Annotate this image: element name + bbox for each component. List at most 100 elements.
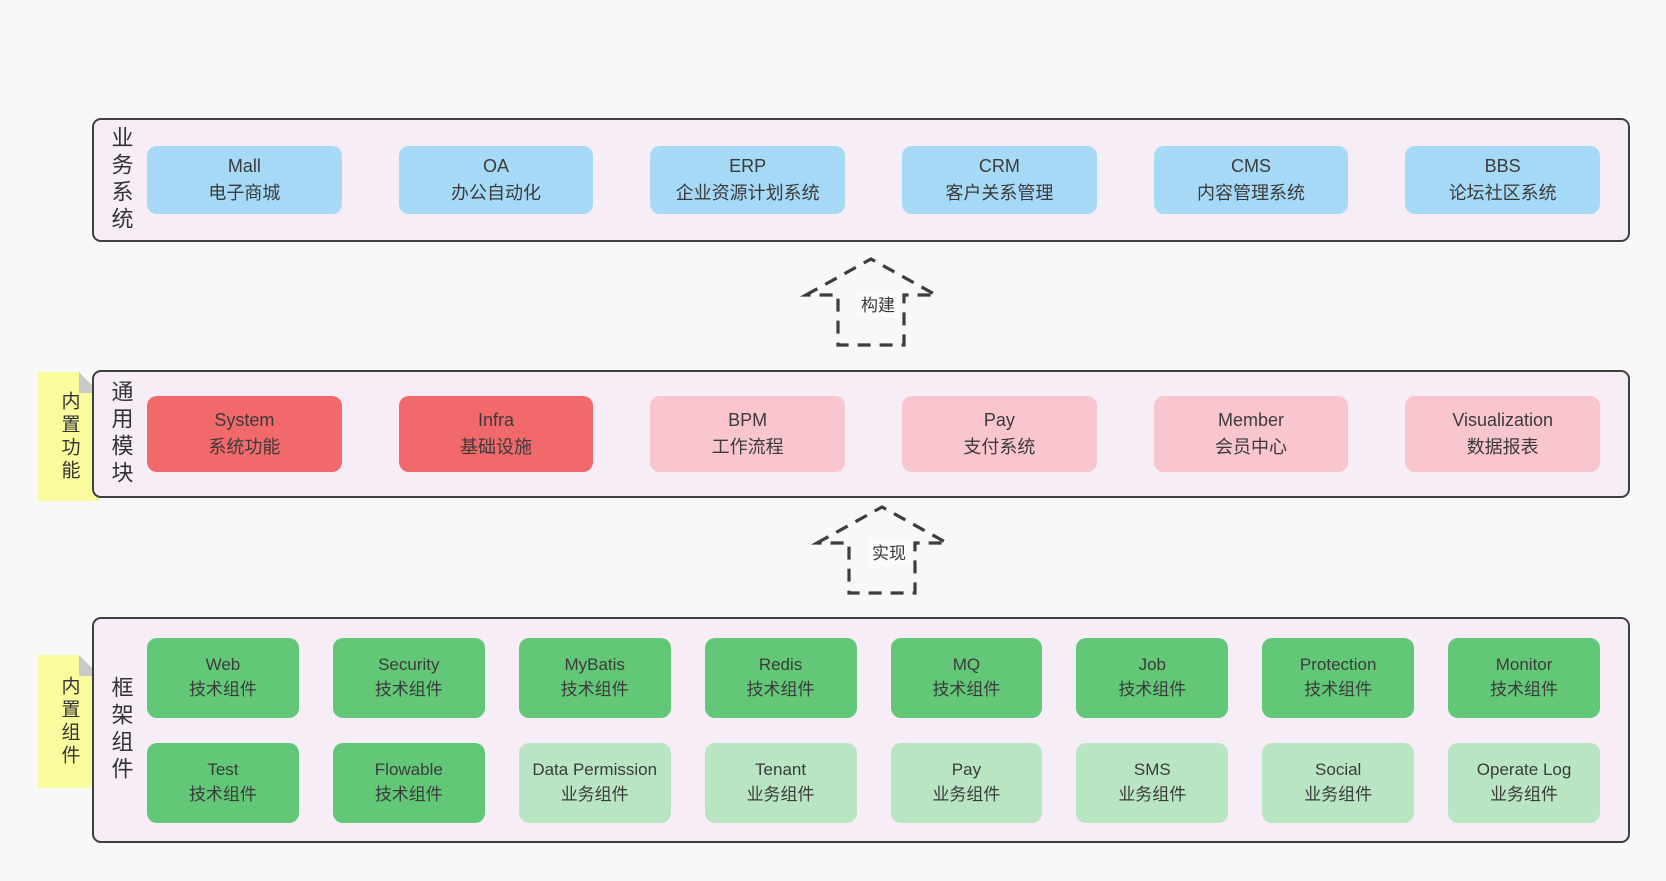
node-subtitle: 技术组件 [1304, 679, 1373, 699]
node-title: Flowable [374, 759, 443, 779]
node-title: CRM [978, 156, 1020, 176]
node-title: Protection [1299, 654, 1377, 674]
node-title: System [214, 410, 275, 430]
node-title: Job [1138, 654, 1167, 674]
node-subtitle: 论坛社区系统 [1448, 183, 1557, 203]
node-title: MyBatis [564, 654, 625, 674]
node-subtitle: 基础设施 [460, 437, 532, 457]
node-subtitle: 业务组件 [932, 784, 1001, 804]
node-title: Data Permission [532, 759, 658, 779]
node-subtitle: 内容管理系统 [1197, 183, 1306, 203]
node-pay: Pay 支付系统 [902, 396, 1097, 472]
node-test: Test 技术组件 [147, 742, 299, 823]
sticky-note-label: 内置组件 [58, 675, 80, 768]
node-mall: Mall 电子商城 [147, 146, 342, 214]
node-erp: ERP 企业资源计划系统 [650, 146, 846, 214]
node-title: Pay [983, 410, 1015, 430]
node-subtitle: 业务组件 [1304, 784, 1373, 804]
node-job: Job 技术组件 [1076, 637, 1229, 718]
dashed-block-arrow-icon [810, 505, 954, 595]
node-bbs: BBS 论坛社区系统 [1405, 146, 1601, 214]
up-arrow-build: 构建 [798, 254, 958, 354]
node-title: Social [1315, 759, 1362, 779]
arrow-label: 实现 [867, 538, 911, 565]
node-subtitle: 技术组件 [932, 679, 1001, 699]
node-subtitle: 会员中心 [1215, 437, 1288, 457]
band-nodes: Mall 电子商城 OA 办公自动化 ERP 企业资源计划系统 CRM 客户关系管理 CMS 内容… [147, 120, 1628, 240]
node-title: Monitor [1495, 654, 1553, 674]
dashed-block-arrow-icon [799, 257, 943, 347]
node-subtitle: 工作流程 [711, 437, 784, 457]
node-social: Social 业务组件 [1262, 742, 1415, 823]
node-subtitle: 技术组件 [1118, 679, 1187, 699]
node-subtitle: 技术组件 [374, 679, 443, 699]
node-title: Operate Log [1476, 759, 1572, 779]
node-operate-log: Operate Log 业务组件 [1448, 742, 1600, 823]
node-title: ERP [729, 156, 767, 176]
node-subtitle: 技术组件 [188, 679, 257, 699]
band-business-systems: 业务系统 Mall 电子商城 OA 办公自动化 ERP 企业资源计划系统 CRM 客户关系管理… [92, 118, 1630, 242]
node-subtitle: 技术组件 [746, 679, 815, 699]
node-protection: Protection 技术组件 [1262, 637, 1415, 718]
node-crm: CRM 客户关系管理 [902, 146, 1097, 214]
node-mybatis: MyBatis 技术组件 [518, 637, 671, 718]
node-system: System 系统功能 [147, 396, 342, 472]
node-title: Security [378, 654, 440, 674]
node-subtitle: 业务组件 [560, 784, 629, 804]
node-subtitle: 技术组件 [560, 679, 629, 699]
node-title: BPM [728, 410, 768, 430]
node-row: Mall 电子商城 OA 办公自动化 ERP 企业资源计划系统 CRM 客户关系管理 CMS 内容… [147, 146, 1601, 214]
band-label: 框架组件 [108, 676, 134, 784]
node-data-permission: Data Permission 业务组件 [518, 742, 671, 823]
node-subtitle: 企业资源计划系统 [675, 183, 820, 203]
node-subtitle: 技术组件 [374, 784, 443, 804]
node-title: OA [483, 156, 510, 176]
node-title: Infra [477, 410, 515, 430]
node-redis: Redis 技术组件 [704, 637, 857, 718]
node-subtitle: 客户关系管理 [945, 183, 1054, 203]
sticky-note-builtin-features: 内置功能 [38, 372, 100, 501]
node-sms: SMS 业务组件 [1076, 742, 1229, 823]
node-title: CMS [1231, 156, 1272, 176]
arrow-label: 构建 [856, 290, 900, 317]
node-row: Test 技术组件 Flowable 技术组件 Data Permission 业务组件 T… [147, 742, 1600, 823]
node-oa: OA 办公自动化 [398, 146, 594, 214]
node-subtitle: 系统功能 [208, 437, 281, 457]
node-security: Security 技术组件 [332, 637, 485, 718]
node-subtitle: 技术组件 [188, 784, 257, 804]
node-title: Test [207, 759, 239, 779]
node-flowable: Flowable 技术组件 [332, 742, 485, 823]
band-label: 业务系统 [108, 126, 134, 234]
node-title: SMS [1133, 759, 1171, 779]
node-subtitle: 业务组件 [1118, 784, 1187, 804]
node-title: MQ [952, 654, 981, 674]
node-title: Web [205, 654, 241, 674]
node-title: Visualization [1452, 410, 1554, 430]
node-subtitle: 支付系统 [963, 437, 1036, 457]
node-bpm: BPM 工作流程 [650, 396, 846, 472]
node-subtitle: 电子商城 [208, 183, 281, 203]
node-title: BBS [1484, 156, 1521, 176]
node-mq: MQ 技术组件 [890, 637, 1043, 718]
node-cms: CMS 内容管理系统 [1153, 146, 1349, 214]
node-title: Mall [227, 156, 261, 176]
node-subtitle: 办公自动化 [451, 183, 541, 203]
node-subtitle: 数据报表 [1466, 437, 1539, 457]
node-title: Tenant [755, 759, 807, 779]
up-arrow-implement: 实现 [809, 502, 969, 602]
node-subtitle: 技术组件 [1490, 679, 1559, 699]
node-visualization: Visualization 数据报表 [1405, 396, 1601, 472]
node-subtitle: 业务组件 [1490, 784, 1559, 804]
node-title: Redis [758, 654, 803, 674]
node-infra: Infra 基础设施 [398, 396, 594, 472]
